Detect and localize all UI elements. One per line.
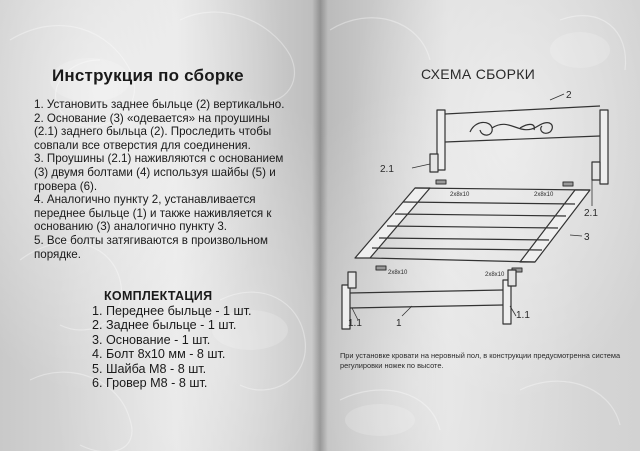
kit-item: 5. Шайба М8 - 8 шт. xyxy=(92,361,207,376)
step-5: 5. Все болты затягиваются в произвольном… xyxy=(34,233,268,261)
lug-right-drawing xyxy=(591,161,601,181)
step-4: 4. Аналогично пункту 2, устанавливается … xyxy=(34,193,272,234)
left-page xyxy=(0,0,320,451)
kit-item: 4. Болт 8х10 мм - 8 шт. xyxy=(92,347,226,362)
assembly-diagram: 2 2.1 2.1 3 1.1 1.1 1 2х8х10 2х8х10 2х8х… xyxy=(341,90,609,330)
bolt-label: 2х8х10 xyxy=(534,192,554,198)
book-spine-shadow xyxy=(312,0,328,451)
bolt-drawings xyxy=(375,179,574,273)
kit-heading: КОМПЛЕКТАЦИЯ xyxy=(104,289,213,303)
label-headboard: 2 xyxy=(566,90,572,101)
step-1: 1. Установить заднее быльце (2) вертикал… xyxy=(34,98,285,111)
frame-drawing xyxy=(354,187,591,263)
right-page xyxy=(320,0,640,451)
kit-item: 6. Гровер М8 - 8 шт. xyxy=(92,376,208,391)
bolt-label: 2х8х10 xyxy=(485,272,505,278)
kit-item: 2. Заднее быльце - 1 шт. xyxy=(92,318,237,333)
kit-item: 3. Основание - 1 шт. xyxy=(92,332,211,347)
headboard-drawing xyxy=(436,105,609,185)
bolt-label: 2х8х10 xyxy=(450,192,470,198)
label-footboard: 1 xyxy=(396,318,402,329)
label-lug-right: 2.1 xyxy=(584,208,598,219)
label-lug-left: 2.1 xyxy=(380,164,394,175)
kit-list: 1. Переднее быльце - 1 шт. 2. Заднее был… xyxy=(92,304,252,390)
label-foot-right: 1.1 xyxy=(516,310,530,321)
step-2: 2. Основание (3) «одевается» на проушины… xyxy=(34,111,272,152)
label-frame: 3 xyxy=(584,232,590,243)
label-foot-left: 1.1 xyxy=(348,318,362,329)
scheme-title: СХЕМА СБОРКИ xyxy=(421,66,536,82)
kit-item: 1. Переднее быльце - 1 шт. xyxy=(92,304,252,318)
instructions-title: Инструкция по сборке xyxy=(52,66,244,85)
step-3: 3. Проушины (2.1) наживляются с основани… xyxy=(34,152,284,193)
assembly-note: При установке кровати на неровный пол, в… xyxy=(340,351,621,370)
leader-lines xyxy=(351,93,593,321)
bolt-label: 2х8х10 xyxy=(388,270,408,276)
footboard-drawing xyxy=(341,269,517,330)
lug-left-drawing xyxy=(429,153,439,173)
instructions-steps: 1. Установить заднее быльце (2) вертикал… xyxy=(34,98,292,261)
